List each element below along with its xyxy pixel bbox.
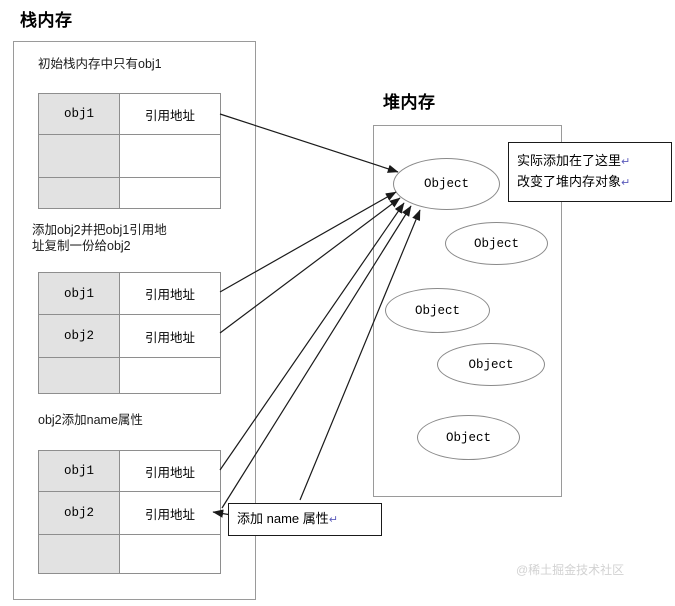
- stack-slot-name: obj1: [38, 450, 120, 492]
- heap-note-callout: 实际添加在了这里↵ 改变了堆内存对象↵: [508, 142, 672, 202]
- pilcrow-icon: ↵: [328, 514, 338, 526]
- add-name-note-line-1: 添加 name 属性↵: [237, 511, 338, 526]
- heap-note-line-2: 改变了堆内存对象↵: [517, 174, 631, 189]
- table-row: obj1 引用地址: [38, 93, 221, 135]
- stack-slot-value: [119, 134, 221, 178]
- heap-memory-title: 堆内存: [383, 93, 436, 112]
- stack-frame-2-table: obj1 引用地址 obj2 引用地址: [38, 272, 221, 394]
- stack-slot-value: 引用地址: [119, 450, 221, 492]
- stack-frame-1-table: obj1 引用地址: [38, 93, 221, 209]
- stack-slot-name: obj1: [38, 272, 120, 315]
- heap-object-4: Object: [437, 343, 545, 386]
- stack-slot-value: 引用地址: [119, 272, 221, 315]
- stack-slot-name: obj2: [38, 491, 120, 535]
- heap-object-1: Object: [393, 158, 500, 210]
- stack-slot-value: 引用地址: [119, 314, 221, 358]
- heap-object-label: Object: [423, 177, 469, 191]
- watermark: @稀土掘金技术社区: [516, 563, 625, 577]
- stack-frame-1-caption: 初始栈内存中只有obj1: [38, 57, 162, 71]
- stack-frame-2-caption: 添加obj2并把obj1引用地 址复制一份给obj2: [32, 223, 167, 253]
- table-row: obj1 引用地址: [38, 272, 221, 315]
- table-row: obj2 引用地址: [38, 314, 221, 358]
- pilcrow-icon: ↵: [621, 156, 631, 168]
- add-name-note-callout: 添加 name 属性↵: [228, 503, 382, 536]
- stack-frame-3-table: obj1 引用地址 obj2 引用地址: [38, 450, 221, 574]
- table-row: obj1 引用地址: [38, 450, 221, 492]
- stack-slot-value: 引用地址: [119, 491, 221, 535]
- stack-frame-3-caption: obj2添加name属性: [38, 413, 143, 427]
- heap-object-label: Object: [445, 430, 491, 445]
- stack-slot-name: obj2: [38, 314, 120, 358]
- heap-object-5: Object: [417, 415, 520, 460]
- table-row: [38, 534, 221, 574]
- table-row: [38, 134, 221, 178]
- stack-slot-name: [38, 177, 120, 209]
- heap-object-2: Object: [445, 222, 548, 265]
- stack-memory-title: 栈内存: [20, 11, 73, 30]
- pilcrow-icon: ↵: [621, 177, 631, 189]
- stack-slot-name: obj1: [38, 93, 120, 135]
- table-row: [38, 357, 221, 394]
- stack-slot-value: 引用地址: [119, 93, 221, 135]
- stack-slot-value: [119, 534, 221, 574]
- stack-slot-value: [119, 357, 221, 394]
- heap-object-label: Object: [414, 303, 460, 318]
- stack-slot-name: [38, 357, 120, 394]
- stack-slot-name: [38, 534, 120, 574]
- stack-slot-value: [119, 177, 221, 209]
- heap-object-label: Object: [473, 236, 519, 251]
- heap-object-label: Object: [468, 357, 514, 372]
- stack-slot-name: [38, 134, 120, 178]
- table-row: [38, 177, 221, 209]
- heap-object-3: Object: [385, 288, 490, 333]
- table-row: obj2 引用地址: [38, 491, 221, 535]
- heap-note-line-1: 实际添加在了这里↵: [517, 153, 631, 168]
